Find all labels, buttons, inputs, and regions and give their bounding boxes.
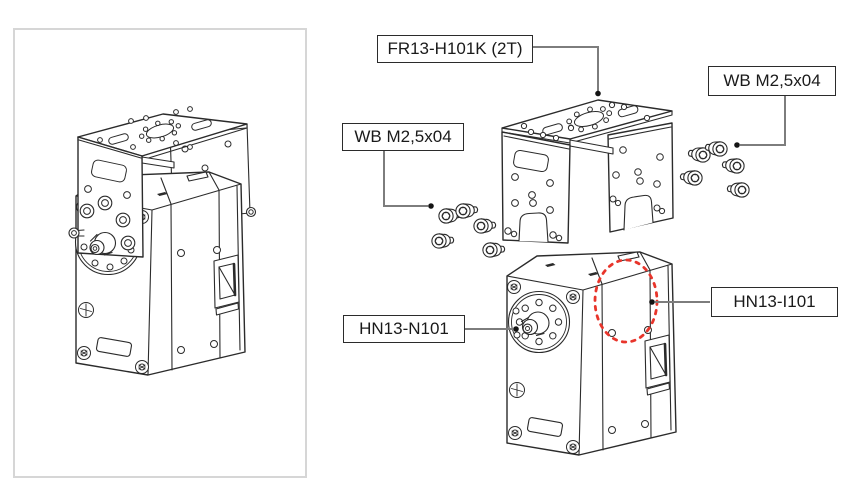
assembled-view-panel [13, 28, 307, 478]
bracket-drawing [501, 99, 674, 244]
callout-dot-bracket [595, 90, 601, 97]
callout-label-idler: HN13-I101 [711, 287, 838, 317]
callout-dot-horn [513, 326, 519, 332]
exploded-view-drawing [430, 99, 750, 457]
callout-dot-bolts-right [734, 142, 740, 148]
callout-dot-bolts-left [428, 203, 434, 209]
bolt-group-left [430, 201, 506, 259]
callout-line-bolts-left [383, 151, 428, 207]
callout-label-bolts-left: WB M2,5x04 [342, 123, 464, 151]
callout-label-bracket: FR13-H101K (2T) [377, 35, 533, 63]
callout-label-bolts-right: WB M2,5x04 [708, 66, 836, 96]
bolt-group-right [680, 140, 750, 198]
assembled-unit-drawing [68, 106, 257, 377]
callout-line-bracket [533, 46, 599, 91]
callout-label-horn: HN13-N101 [343, 315, 465, 343]
callout-dot-idler [649, 299, 655, 305]
callout-line-bolts-right [740, 96, 786, 146]
callout-lines [383, 46, 786, 332]
